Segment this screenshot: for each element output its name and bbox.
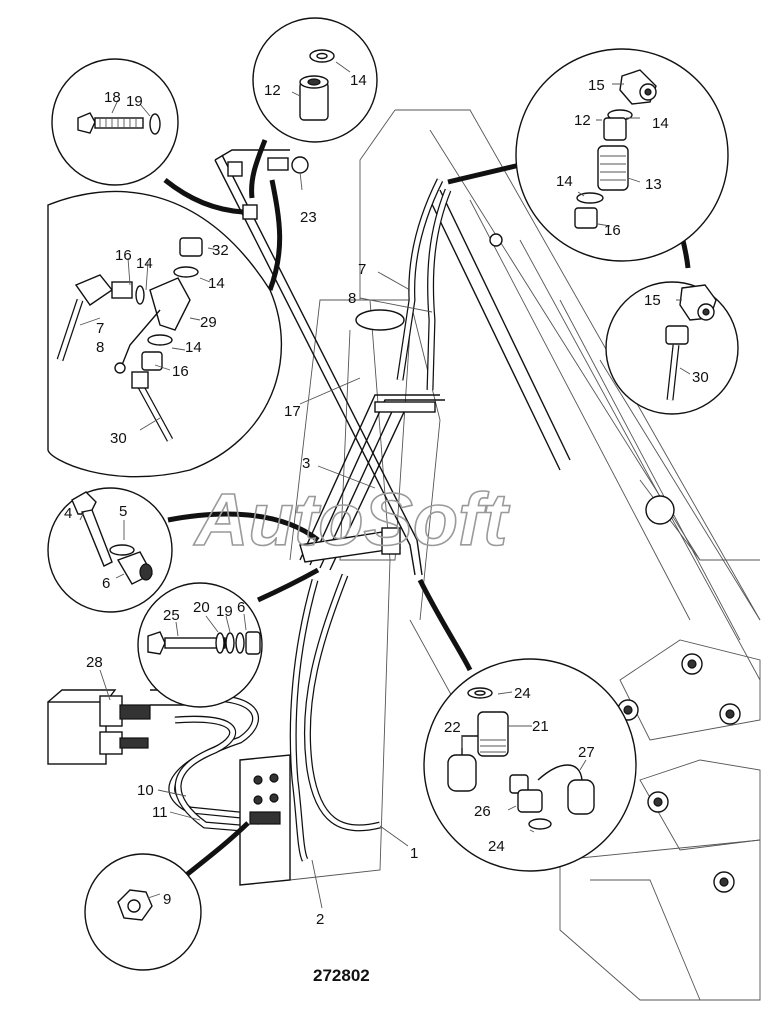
callout-11: 11	[152, 804, 168, 821]
callout-16: 16	[604, 222, 621, 239]
detail-circle-bolt-18-19	[51, 58, 179, 186]
callout-24: 24	[488, 838, 505, 855]
ram-cylinder	[339, 189, 571, 561]
callout-25: 25	[163, 607, 180, 624]
drawing-number: 272802	[313, 966, 370, 985]
callout-14: 14	[556, 173, 573, 190]
callout-8: 8	[96, 339, 104, 356]
detail-circle-21-27	[423, 658, 637, 872]
callout-9: 9	[163, 891, 171, 908]
boom-bolts	[355, 233, 741, 893]
hoses-10-11	[168, 694, 291, 836]
callout-7: 7	[96, 320, 104, 337]
valve-block-28	[47, 689, 216, 765]
callout-14: 14	[350, 72, 367, 89]
callout-21: 21	[532, 718, 549, 735]
callout-12: 12	[574, 112, 591, 129]
callout-15: 15	[588, 77, 605, 94]
detail-circle-4-5-6	[47, 487, 173, 613]
callout-numbers: 18 19 12 14 23 16 14 32 14 29 7 8 14 16 …	[64, 72, 709, 928]
callout-17: 17	[284, 403, 301, 420]
callout-4: 4	[64, 505, 72, 522]
leader-lines	[163, 139, 691, 882]
detail-circle-25-20-19-6	[137, 582, 263, 708]
callout-2: 2	[316, 911, 324, 928]
callout-lines	[99, 171, 433, 909]
callout-14: 14	[185, 339, 202, 356]
callout-20: 20	[193, 599, 210, 616]
pipe-clamp-bracket	[299, 527, 401, 563]
callout-3: 3	[302, 455, 310, 472]
callout-18: 18	[104, 89, 121, 106]
callout-23: 23	[300, 209, 317, 226]
callout-8: 8	[348, 290, 356, 307]
hoses-1-2	[289, 573, 381, 862]
manifold-block	[239, 754, 291, 886]
callout-28: 28	[86, 654, 103, 671]
callout-30: 30	[692, 369, 709, 386]
callout-14: 14	[136, 255, 153, 272]
callout-1: 1	[410, 845, 418, 862]
callout-19: 19	[126, 93, 143, 110]
boom-arm-outline	[289, 109, 761, 1001]
callout-27: 27	[578, 744, 595, 761]
callout-12: 12	[264, 82, 281, 99]
callout-6: 6	[102, 575, 110, 592]
callout-14: 14	[208, 275, 225, 292]
callout-26: 26	[474, 803, 491, 820]
callout-30: 30	[110, 430, 127, 447]
callout-19: 19	[216, 603, 233, 620]
pipe-17	[214, 149, 423, 576]
callout-29: 29	[200, 314, 217, 331]
callout-15: 15	[644, 292, 661, 309]
pipe-top-fittings	[227, 156, 309, 220]
callout-22: 22	[444, 719, 461, 736]
callout-24: 24	[514, 685, 531, 702]
callout-5: 5	[119, 503, 127, 520]
callout-6: 6	[237, 599, 245, 616]
pipe-bundle-3	[299, 394, 445, 571]
hoses-7-8	[396, 178, 452, 391]
detail-circle-13-15	[515, 48, 729, 262]
callout-14: 14	[652, 115, 669, 132]
callout-32: 32	[212, 242, 229, 259]
callout-16: 16	[172, 363, 189, 380]
detail-circle-15-30	[605, 281, 739, 415]
detail-circle-valve-29	[47, 190, 283, 478]
detail-circle-12-14-top	[252, 17, 378, 143]
callout-10: 10	[137, 782, 154, 799]
callout-7: 7	[358, 261, 366, 278]
watermark-text: AutoSoft	[193, 478, 511, 561]
callout-16: 16	[115, 247, 132, 264]
callout-13: 13	[645, 176, 662, 193]
detail-circle-9	[84, 853, 202, 971]
